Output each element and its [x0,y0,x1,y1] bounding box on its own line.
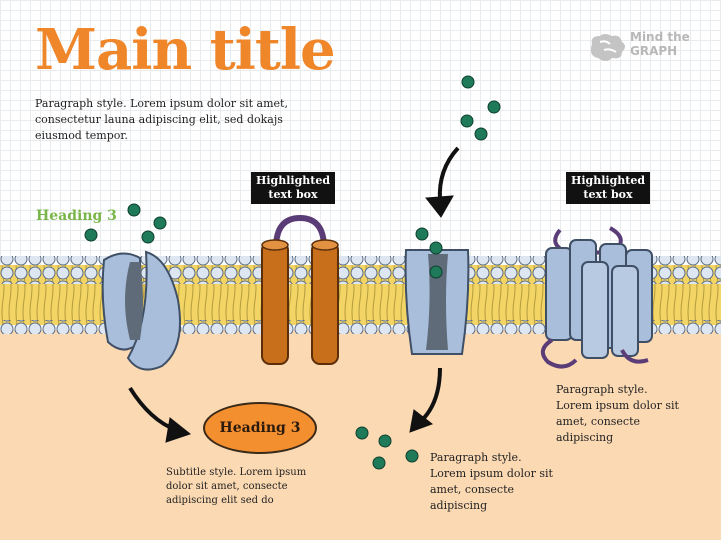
molecules [84,75,501,470]
logo-line-2: GRAPH [630,44,678,58]
highlighted-text-box-1: Highlighted text box [251,172,335,204]
heading-green: Heading 3 [36,208,117,224]
arrows [128,146,460,443]
brain-icon [590,34,625,61]
main-title: Main title [35,17,336,83]
channel-protein-left [101,250,181,371]
helix-bundle-protein [540,226,653,369]
logo-text: Mind the GRAPH [630,30,690,58]
intro-paragraph: Paragraph style. Lorem ipsum dolor sit a… [35,97,288,142]
highlighted-text-box-2: Highlighted text box [566,172,650,204]
heading-oval: Heading 3 [203,402,317,454]
subtitle-text: Subtitle style. Lorem ipsum dolor sit am… [166,467,307,506]
channel-protein-middle [404,249,470,355]
logo-line-1: Mind the [630,30,690,44]
paragraph-right: Paragraph style. Lorem ipsum dolor sit a… [556,383,679,444]
orange-transporter [261,214,339,365]
paragraph-middle: Paragraph style. Lorem ipsum dolor sit a… [430,451,553,512]
